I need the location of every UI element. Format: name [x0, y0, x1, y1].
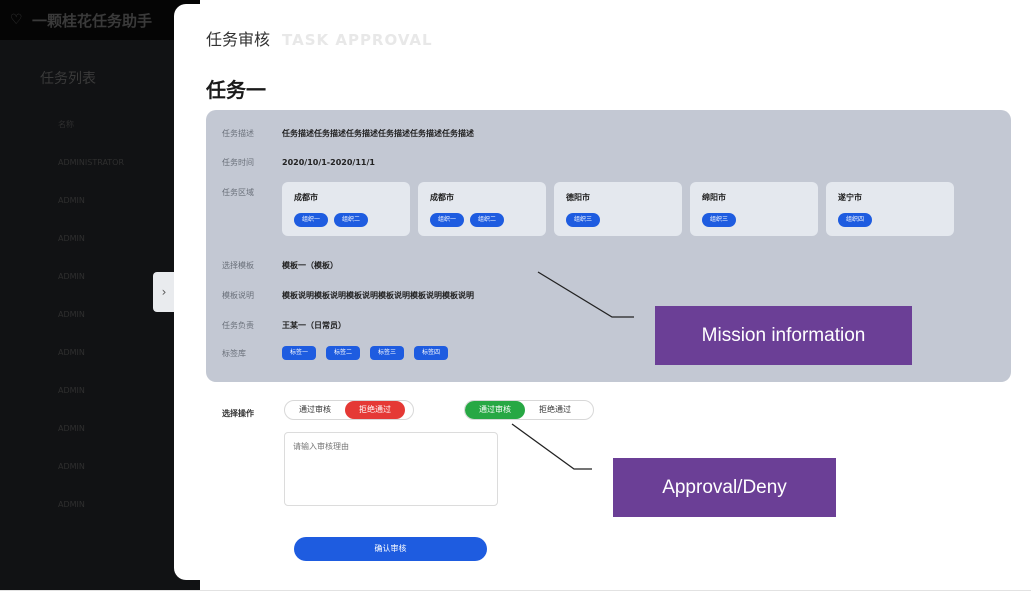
- time-value: 2020/10/1-2020/11/1: [282, 158, 375, 167]
- city-name: 德阳市: [566, 193, 590, 202]
- approval-toggle-deny-state: 通过审核 拒绝通过: [284, 400, 414, 420]
- deny-option[interactable]: 拒绝通过: [539, 405, 571, 414]
- drawer-toggle-button[interactable]: ›: [153, 272, 175, 312]
- background-list-item[interactable]: ADMIN: [58, 310, 85, 319]
- template-value: 模板一（模板）: [282, 261, 338, 270]
- owner-value: 王某一（日常员）: [282, 321, 346, 330]
- org-chip[interactable]: 组织三: [566, 213, 601, 227]
- background-list-item[interactable]: ADMIN: [58, 272, 85, 281]
- background-list-item[interactable]: 名称: [58, 120, 74, 129]
- background-app-header: ♡ 一颗桂花任务助手: [0, 0, 200, 40]
- city-name: 成都市: [294, 193, 318, 202]
- org-chip[interactable]: 组织二: [334, 213, 369, 227]
- org-chip[interactable]: 组织二: [470, 213, 505, 227]
- template-label: 选择模板: [222, 261, 254, 270]
- approval-toggle-approve-state: 通过审核 拒绝通过: [464, 400, 594, 420]
- region-row: 任务区域: [222, 187, 282, 198]
- background-list-item[interactable]: ADMINISTRATOR: [58, 158, 125, 167]
- background-list-item[interactable]: ADMIN: [58, 500, 85, 509]
- mission-information-callout: Mission information: [655, 306, 912, 365]
- heart-icon: ♡: [10, 12, 23, 28]
- org-chip[interactable]: 组织四: [838, 213, 873, 227]
- review-reason-input[interactable]: [284, 432, 498, 506]
- background-list-item[interactable]: ADMIN: [58, 386, 85, 395]
- operation-label: 选择操作: [222, 409, 254, 418]
- background-list-item[interactable]: ADMIN: [58, 196, 85, 205]
- city-cards: 成都市 组织一 组织二 成都市 组织一 组织二 德阳市 组织三: [282, 182, 954, 236]
- desc-value: 任务描述任务描述任务描述任务描述任务描述任务描述: [282, 129, 474, 138]
- tag-chip[interactable]: 标签四: [414, 346, 449, 360]
- tag-chip[interactable]: 标签一: [282, 346, 317, 360]
- city-name: 遂宁市: [838, 193, 862, 202]
- owner-row: 任务负责 王某一（日常员）: [222, 320, 346, 331]
- desc-label: 任务描述: [222, 129, 254, 138]
- city-name: 成都市: [430, 193, 454, 202]
- desc-row: 任务描述 任务描述任务描述任务描述任务描述任务描述任务描述: [222, 128, 474, 139]
- approve-option[interactable]: 通过审核: [465, 401, 525, 419]
- template-desc-label: 模板说明: [222, 291, 254, 300]
- org-chip[interactable]: 组织一: [294, 213, 329, 227]
- tags-label: 标签库: [222, 348, 246, 358]
- page-header: 任务审核 TASK APPROVAL: [206, 26, 433, 50]
- approval-drawer: 任务审核 TASK APPROVAL 任务一 任务描述 任务描述任务描述任务描述…: [174, 4, 1031, 580]
- background-list: 名称 ADMINISTRATOR ADMIN ADMIN ADMIN ADMIN…: [0, 106, 200, 524]
- time-label: 任务时间: [222, 158, 254, 167]
- city-card: 绵阳市 组织三: [690, 182, 818, 236]
- background-list-item[interactable]: ADMIN: [58, 424, 85, 433]
- background-list-item[interactable]: ADMIN: [58, 462, 85, 471]
- template-row: 选择模板 模板一（模板）: [222, 260, 338, 271]
- time-row: 任务时间 2020/10/1-2020/11/1: [222, 157, 375, 168]
- page-title: 任务审核: [206, 30, 271, 49]
- tag-chip[interactable]: 标签三: [370, 346, 405, 360]
- background-list-item[interactable]: ADMIN: [58, 348, 85, 357]
- tag-chip[interactable]: 标签二: [326, 346, 361, 360]
- page-title-english: TASK APPROVAL: [282, 31, 433, 49]
- background-list-item[interactable]: ADMIN: [58, 234, 85, 243]
- approve-option[interactable]: 通过审核: [299, 405, 331, 414]
- task-title: 任务一: [206, 78, 266, 102]
- approval-deny-callout: Approval/Deny: [613, 458, 836, 517]
- bottom-divider: [0, 590, 1031, 591]
- background-section-title: 任务列表: [40, 71, 96, 87]
- owner-label: 任务负责: [222, 321, 254, 330]
- template-desc-value: 模板说明模板说明模板说明模板说明模板说明模板说明: [282, 291, 474, 300]
- city-card: 成都市 组织一 组织二: [282, 182, 410, 236]
- city-card: 遂宁市 组织四: [826, 182, 954, 236]
- tags-row: 标签库 标签一 标签二 标签三 标签四: [222, 346, 449, 360]
- city-name: 绵阳市: [702, 193, 726, 202]
- background-app-title: 一颗桂花任务助手: [32, 11, 153, 30]
- chevron-right-icon: ›: [161, 285, 167, 299]
- city-card: 德阳市 组织三: [554, 182, 682, 236]
- org-chip[interactable]: 组织一: [430, 213, 465, 227]
- org-chip[interactable]: 组织三: [702, 213, 737, 227]
- template-desc-row: 模板说明 模板说明模板说明模板说明模板说明模板说明模板说明: [222, 290, 474, 301]
- city-card: 成都市 组织一 组织二: [418, 182, 546, 236]
- confirm-review-button[interactable]: 确认审核: [294, 537, 487, 561]
- region-label: 任务区域: [222, 188, 254, 197]
- deny-option[interactable]: 拒绝通过: [345, 401, 405, 419]
